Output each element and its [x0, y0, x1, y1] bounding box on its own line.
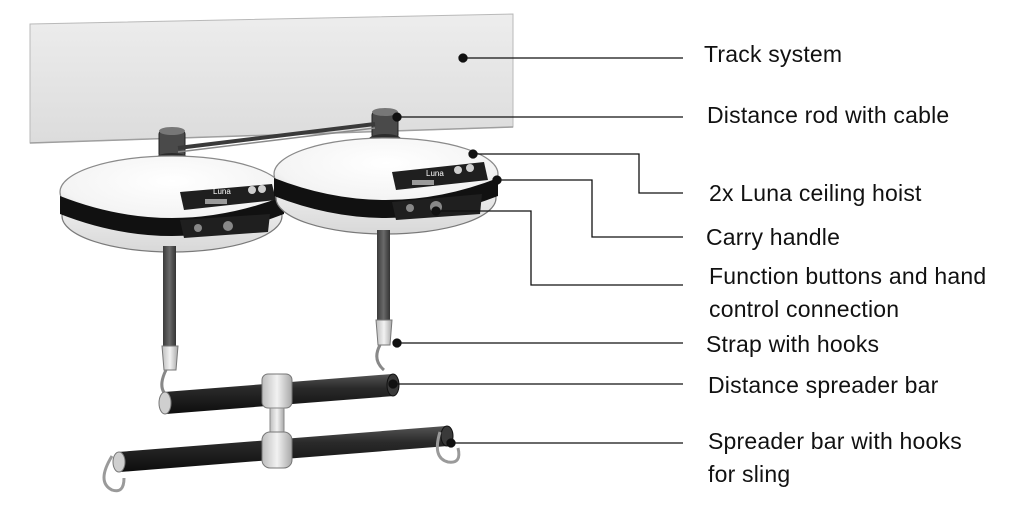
control-panel-left: Luna: [180, 184, 276, 238]
sling-hook-right: [435, 431, 461, 464]
callout-text: Carry handle: [706, 224, 841, 250]
brand-label-right: Luna: [426, 169, 444, 178]
sling-hook-left: [102, 455, 126, 493]
strap-left: [160, 246, 179, 400]
callout-text: control connection: [709, 296, 900, 322]
luna-hoist-right: Luna: [273, 137, 499, 235]
spreader-bar-with-hooks: [102, 425, 461, 493]
callout-text: Distance rod with cable: [707, 102, 950, 128]
callout-text: Track system: [704, 41, 843, 67]
callout-text: Distance spreader bar: [708, 372, 939, 398]
track-system-rail: [29, 13, 514, 144]
distance-rod: [177, 122, 376, 153]
leader-line-ceiling-hoist: [468, 149, 683, 194]
callout-function-buttons: Function buttons and hand control connec…: [709, 260, 986, 326]
callout-ceiling-hoist: 2x Luna ceiling hoist: [709, 177, 922, 210]
leader-line-track-system: [458, 53, 683, 63]
callout-spreader-bar: Spreader bar with hooks for sling: [708, 425, 962, 491]
callout-text: Function buttons and hand: [709, 263, 987, 289]
callout-text: Spreader bar with hooks: [708, 428, 962, 454]
leader-line-function-buttons: [431, 206, 683, 286]
callout-text: for sling: [708, 461, 791, 487]
callout-text: Strap with hooks: [706, 331, 880, 357]
leader-line-distance-spreader: [388, 379, 683, 389]
callout-track-system: Track system: [704, 38, 842, 71]
brand-label-left: Luna: [213, 187, 231, 196]
callout-text: 2x Luna ceiling hoist: [709, 180, 922, 206]
distance-spreader-bar: [158, 373, 400, 439]
leader-line-spreader-bar: [446, 438, 683, 448]
luna-hoist-left: Luna: [59, 155, 285, 253]
leader-line-strap-hooks: [392, 338, 683, 348]
callout-distance-rod: Distance rod with cable: [707, 99, 949, 132]
callout-distance-spreader: Distance spreader bar: [708, 369, 938, 402]
strap-right: [375, 230, 393, 372]
leader-line-carry-handle: [492, 175, 683, 238]
callout-strap-hooks: Strap with hooks: [706, 328, 879, 361]
leader-line-distance-rod: [392, 112, 683, 122]
callout-carry-handle: Carry handle: [706, 221, 840, 254]
